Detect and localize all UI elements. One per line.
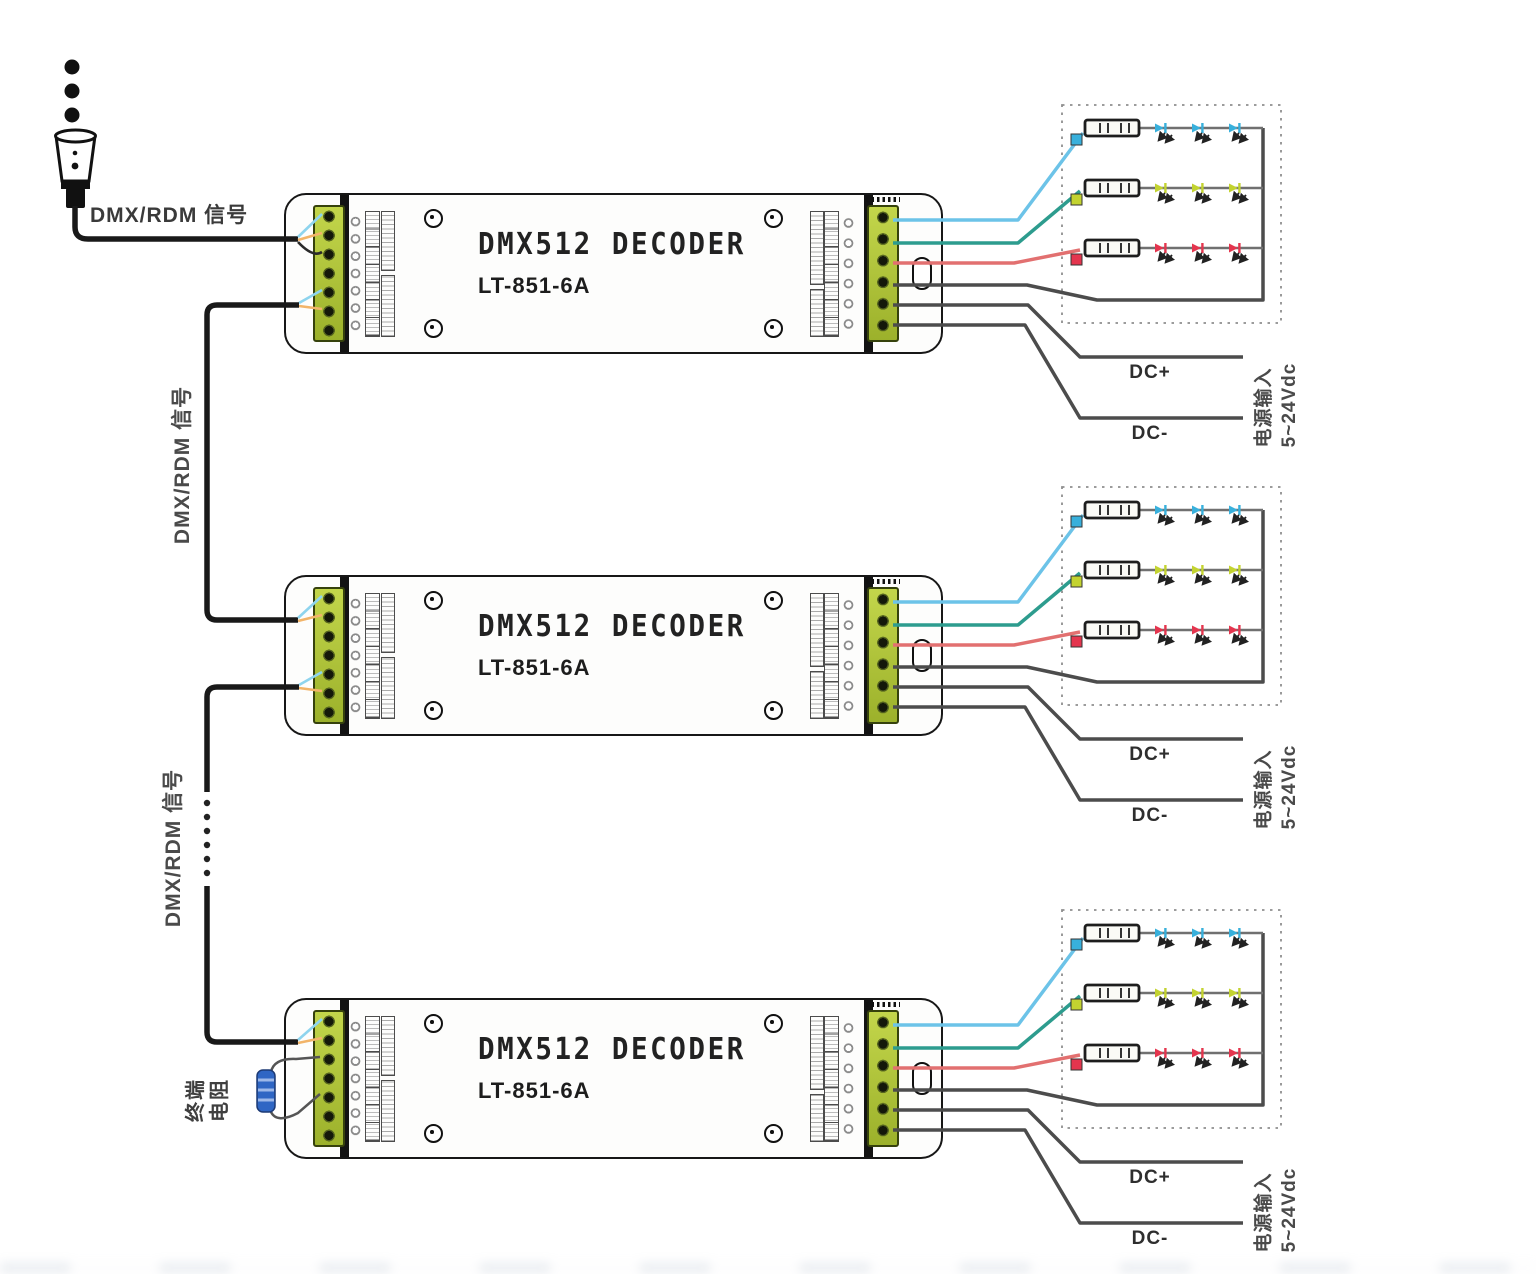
power-source-label: 电源输入 (1253, 1172, 1275, 1253)
screw-icon (424, 701, 443, 720)
decoder-body: DMX512 DECODER LT-851-6A (284, 575, 943, 736)
pin-label-cells (824, 1016, 839, 1142)
vent-stripes (866, 1002, 900, 1007)
input-terminal-block (313, 587, 345, 724)
power-voltage-label: 5~24Vdc (1279, 1167, 1300, 1253)
screw-icon (424, 1124, 443, 1143)
screw-icon (424, 591, 443, 610)
dc-plus-label: DC+ (1129, 744, 1171, 765)
vent-stripes (866, 579, 900, 584)
port-label-box (810, 593, 824, 667)
terminal-resistor-label-line1: 终端 (185, 1078, 207, 1122)
port-label-box (381, 1080, 395, 1142)
decoder-title: DMX512 DECODER (478, 609, 746, 644)
ellipsis-dot (64, 107, 80, 123)
decoder-title: DMX512 DECODER (478, 227, 746, 262)
dc-minus-label: DC- (1131, 423, 1169, 444)
screw-icon (764, 701, 783, 720)
chain-signal-label-1: DMX/RDM 信号 (171, 385, 194, 545)
mounting-slot (912, 257, 932, 290)
output-terminal-block (867, 205, 899, 342)
port-label-box (810, 1016, 824, 1090)
power-source-label: 电源输入 (1253, 367, 1275, 448)
output-terminal-block (867, 587, 899, 724)
cable-break-dots (203, 799, 211, 877)
screw-icon (764, 1014, 783, 1033)
ellipsis-dot (64, 59, 80, 75)
ellipsis-dot (64, 83, 80, 99)
output-terminal-block (867, 1010, 899, 1147)
port-label-box (810, 289, 824, 337)
pin-label-cells (365, 593, 380, 719)
pin-label-cells (365, 211, 380, 337)
pin-holes (349, 595, 362, 716)
screw-icon (424, 209, 443, 228)
power-voltage-label: 5~24Vdc (1279, 744, 1300, 830)
dc-minus-label: DC- (1131, 805, 1169, 826)
port-label-box (810, 211, 824, 285)
xlr-connector-icon (54, 59, 97, 208)
port-label-box (381, 211, 395, 271)
input-terminal-block (313, 1010, 345, 1147)
decoder-body: DMX512 DECODER LT-851-6A (284, 193, 943, 354)
cropped-bottom-content (0, 1262, 1536, 1274)
dc-plus-label: DC+ (1129, 1167, 1171, 1188)
vent-stripes (866, 197, 900, 202)
decoder-body: DMX512 DECODER LT-851-6A (284, 998, 943, 1159)
pin-label-cells (824, 593, 839, 719)
mounting-slot (912, 639, 932, 672)
chain-signal-label-2: DMX/RDM 信号 (162, 768, 185, 928)
pin-label-cells (365, 1016, 380, 1142)
port-label-box (381, 275, 395, 337)
pin-label-cells (824, 211, 839, 337)
port-label-box (810, 671, 824, 719)
pin-holes (842, 1018, 855, 1139)
port-label-box (810, 1094, 824, 1142)
screw-icon (424, 1014, 443, 1033)
terminal-resistor-label-line2: 电阻 (209, 1078, 231, 1122)
decoder-model: LT-851-6A (478, 1078, 591, 1103)
dc-minus-label: DC- (1131, 1228, 1169, 1249)
mounting-slot (912, 1062, 932, 1095)
screw-icon (424, 319, 443, 338)
decoder-model: LT-851-6A (478, 655, 591, 680)
pin-holes (349, 1018, 362, 1139)
pin-holes (842, 595, 855, 716)
input-terminal-block (313, 205, 345, 342)
pin-holes (842, 213, 855, 334)
screw-icon (764, 591, 783, 610)
power-source-label: 电源输入 (1253, 749, 1275, 830)
dmx-link-cable-1 (204, 302, 299, 623)
dc-plus-label: DC+ (1129, 362, 1171, 383)
dmx-signal-label: DMX/RDM 信号 (90, 204, 249, 227)
screw-icon (764, 1124, 783, 1143)
port-label-box (381, 593, 395, 653)
screw-icon (764, 319, 783, 338)
decoder-model: LT-851-6A (478, 273, 591, 298)
port-label-box (381, 657, 395, 719)
pin-holes (349, 213, 362, 334)
terminal-resistor-label: 终端 电阻 (184, 1058, 232, 1142)
port-label-box (381, 1016, 395, 1076)
screw-icon (764, 209, 783, 228)
power-voltage-label: 5~24Vdc (1279, 362, 1300, 448)
decoder-title: DMX512 DECODER (478, 1032, 746, 1067)
